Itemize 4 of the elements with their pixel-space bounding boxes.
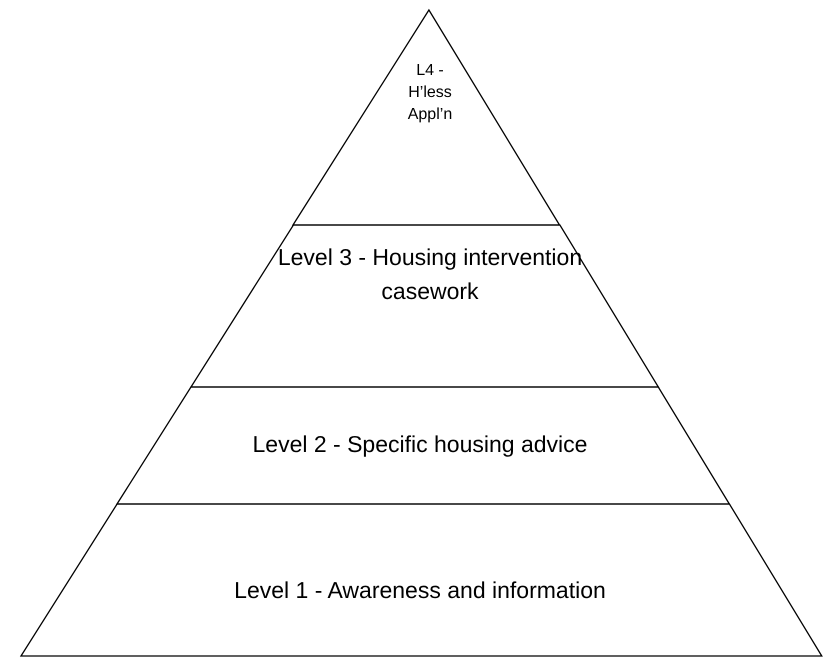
tier-label: Level 3 - Housing intervention casework <box>276 243 584 306</box>
tier-label: L4 - H’less Appl’n <box>406 61 454 125</box>
tier-label: Level 1 - Awareness and information <box>233 576 607 605</box>
tier-label: Level 2 - Specific housing advice <box>251 430 588 459</box>
